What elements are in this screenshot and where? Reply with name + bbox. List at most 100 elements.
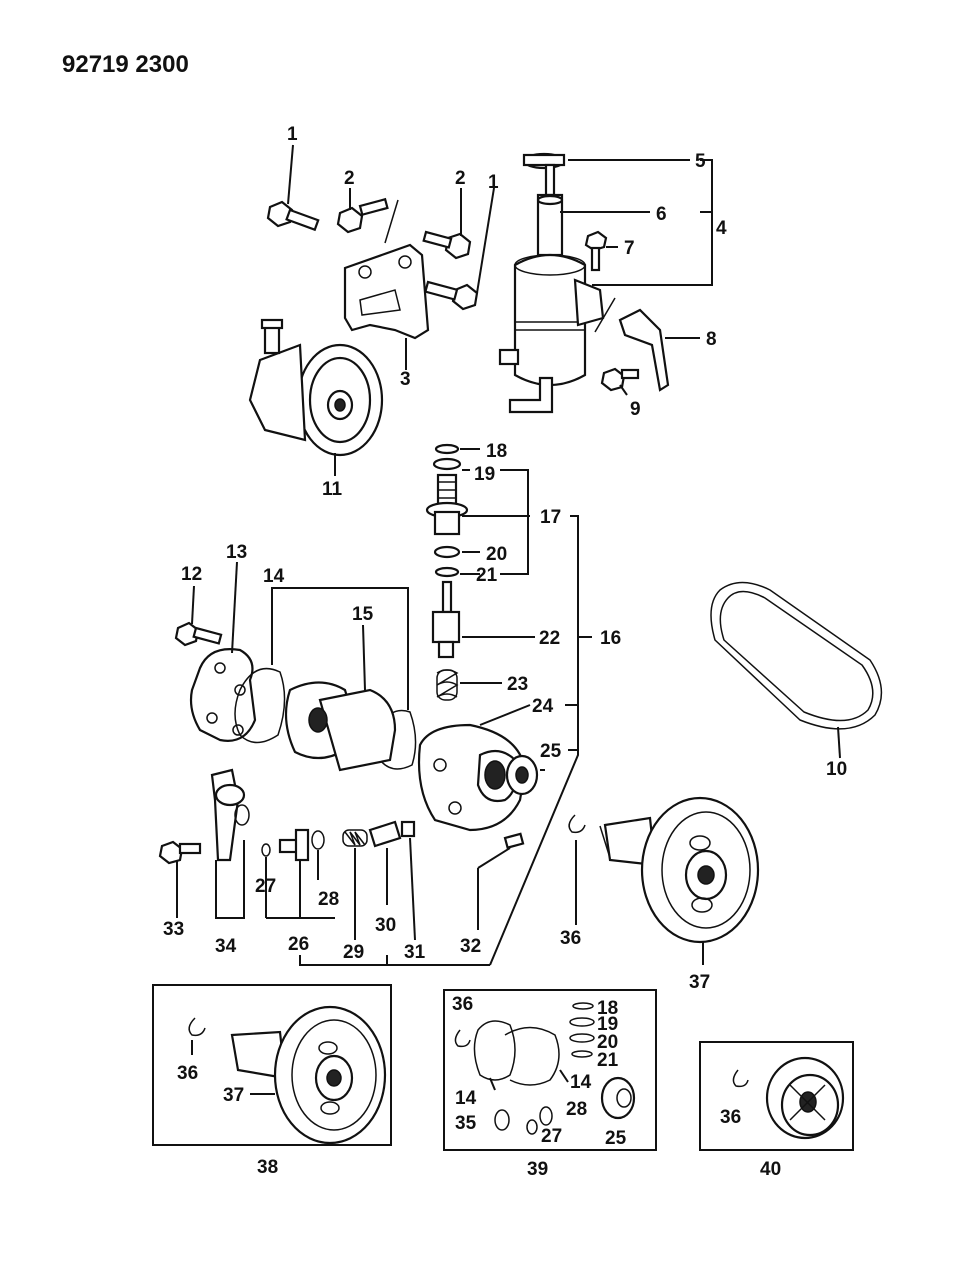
callout-20: 20	[597, 1032, 618, 1053]
callout-3: 3	[400, 369, 411, 390]
callout-8: 8	[706, 329, 717, 350]
callout-38: 38	[257, 1157, 278, 1178]
callout-35: 35	[455, 1113, 477, 1134]
oring-set-box39	[569, 1002, 595, 1058]
callout-26: 26	[288, 934, 309, 955]
callout-25: 25	[605, 1128, 627, 1149]
pulley-37-box38	[230, 1005, 387, 1145]
gasket-14-box39	[473, 1020, 569, 1091]
callout-30: 30	[375, 915, 396, 936]
callout-25: 25	[540, 741, 562, 762]
callout-39: 39	[527, 1159, 548, 1180]
callout-2: 2	[344, 168, 355, 189]
callout-36: 36	[720, 1107, 741, 1128]
callout-40: 40	[760, 1159, 781, 1180]
callout-23: 23	[507, 674, 528, 695]
plug-26	[278, 828, 310, 862]
callout-13: 13	[226, 542, 247, 563]
pin-31	[400, 820, 416, 838]
bracket-3	[343, 199, 430, 370]
cam-ring-15	[284, 624, 397, 772]
callout-33: 33	[163, 919, 184, 940]
callout-17: 17	[540, 507, 561, 528]
callout-21: 21	[476, 565, 498, 586]
callout-16: 16	[600, 628, 621, 649]
kit-box-38	[152, 984, 392, 1146]
callout-19: 19	[474, 464, 495, 485]
snap-ring-36-mid	[568, 814, 586, 925]
callout-10: 10	[826, 759, 847, 780]
spring-23	[436, 669, 502, 701]
diagram-code: 92719 2300	[62, 51, 189, 78]
bushing-25	[505, 754, 545, 796]
oring-28-box39	[539, 1106, 553, 1126]
callout-14: 14	[455, 1088, 477, 1109]
fitting-21	[434, 566, 480, 578]
valve-30	[368, 820, 402, 848]
callout-7: 7	[624, 238, 635, 259]
leader-4-bracket	[592, 159, 713, 286]
callout-15: 15	[352, 604, 374, 625]
callout-14: 14	[570, 1072, 592, 1093]
callout-28: 28	[566, 1099, 587, 1120]
callout-29: 29	[343, 942, 364, 963]
callout-14: 14	[263, 566, 285, 587]
cover-13	[189, 561, 257, 742]
callout-5: 5	[695, 151, 706, 172]
bracket-14	[271, 587, 409, 710]
callout-34: 34	[215, 936, 237, 957]
callout-28: 28	[318, 889, 339, 910]
fitting-20	[433, 545, 480, 559]
callout-12: 12	[181, 564, 202, 585]
fitting-19	[432, 457, 470, 471]
callout-20: 20	[486, 544, 507, 565]
callout-1: 1	[287, 124, 298, 145]
snap-ring-36-box40	[732, 1069, 749, 1088]
callout-24: 24	[532, 696, 554, 717]
ring-27	[261, 843, 271, 857]
power-steering-pump-11	[248, 318, 384, 476]
callout-9: 9	[630, 399, 641, 420]
bracket-17	[500, 469, 529, 575]
callout-19: 19	[597, 1014, 618, 1035]
oring-35	[494, 1109, 510, 1131]
callout-1: 1	[488, 172, 499, 193]
snap-ring-36-box39	[454, 1029, 471, 1048]
bracket-34	[210, 768, 250, 919]
callout-37: 37	[689, 972, 710, 993]
callout-36: 36	[560, 928, 581, 949]
spring-29	[342, 829, 368, 847]
snap-ring-36-box38	[188, 1017, 206, 1055]
bolt-12	[174, 585, 223, 647]
bolt-2-right	[422, 188, 472, 260]
callout-31: 31	[404, 942, 426, 963]
bolt-33	[158, 840, 202, 918]
pump-body-24	[417, 704, 531, 832]
rotor-assembly-40	[765, 1056, 845, 1140]
callout-11: 11	[322, 479, 343, 500]
bracket-16	[489, 515, 579, 966]
callout-22: 22	[539, 628, 560, 649]
connector-17	[425, 473, 530, 536]
reservoir-4	[498, 152, 608, 414]
callout-18: 18	[486, 441, 507, 462]
bolt-9	[600, 367, 640, 396]
callout-2: 2	[455, 168, 466, 189]
callout-37: 37	[223, 1085, 244, 1106]
callout-32: 32	[460, 936, 481, 957]
callout-labels: 1 2 2 1 3 4 5 6 7 8 9 10 11 12 13 14 15 …	[163, 124, 847, 1180]
fitting-18	[434, 443, 480, 455]
kit-box-39	[443, 989, 657, 1151]
drive-belt-10	[710, 581, 883, 759]
callout-27: 27	[255, 876, 276, 897]
ring-27-box39	[526, 1119, 538, 1135]
pulley-37-mid	[599, 796, 760, 965]
bushing-25-box39	[600, 1076, 636, 1120]
bracket-8	[594, 297, 700, 392]
callout-18: 18	[597, 998, 618, 1019]
oring-28	[311, 830, 325, 850]
bolt-1-left	[266, 144, 320, 232]
callout-36: 36	[452, 994, 473, 1015]
callout-6: 6	[656, 204, 667, 225]
